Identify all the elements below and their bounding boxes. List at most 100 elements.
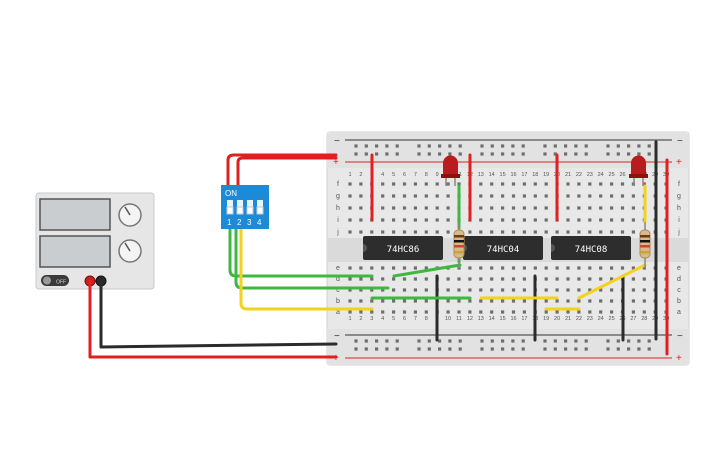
breadboard-hole[interactable] [544,182,548,186]
breadboard-hole[interactable] [599,288,603,292]
breadboard-hole[interactable] [577,182,581,186]
breadboard-hole[interactable] [577,194,581,198]
breadboard-hole[interactable] [553,152,557,156]
breadboard-hole[interactable] [533,182,537,186]
breadboard-hole[interactable] [413,288,417,292]
breadboard-hole[interactable] [584,347,588,351]
breadboard-hole[interactable] [479,206,483,210]
breadboard-hole[interactable] [555,299,559,303]
breadboard-hole[interactable] [577,299,581,303]
breadboard-hole[interactable] [424,266,428,270]
breadboard-hole[interactable] [566,299,570,303]
breadboard-hole[interactable] [606,144,610,148]
breadboard-hole[interactable] [522,266,526,270]
breadboard-hole[interactable] [446,206,450,210]
breadboard-hole[interactable] [479,299,483,303]
breadboard-hole[interactable] [446,288,450,292]
breadboard-hole[interactable] [588,310,592,314]
breadboard-hole[interactable] [364,339,368,343]
breadboard-hole[interactable] [588,206,592,210]
breadboard-hole[interactable] [511,277,516,281]
breadboard-hole[interactable] [381,299,385,303]
breadboard-hole[interactable] [468,310,472,314]
breadboard-hole[interactable] [424,299,428,303]
breadboard-hole[interactable] [490,194,494,198]
breadboard-hole[interactable] [427,152,431,156]
breadboard-hole[interactable] [610,266,614,270]
breadboard-hole[interactable] [479,218,483,222]
breadboard-hole[interactable] [501,152,505,156]
breadboard-hole[interactable] [446,194,450,198]
breadboard-hole[interactable] [501,339,505,343]
breadboard-hole[interactable] [424,288,428,292]
breadboard-hole[interactable] [555,277,559,281]
breadboard-hole[interactable] [522,182,526,186]
dip-switch[interactable]: ON 1 2 3 4 [221,185,269,229]
breadboard-hole[interactable] [501,299,505,303]
breadboard-hole[interactable] [348,230,352,234]
breadboard-hole[interactable] [392,266,396,270]
breadboard-hole[interactable] [588,194,592,198]
breadboard-hole[interactable] [490,266,494,270]
breadboard-hole[interactable] [631,206,635,210]
breadboard-hole[interactable] [647,339,651,343]
breadboard-hole[interactable] [446,182,450,186]
breadboard-hole[interactable] [392,194,396,198]
breadboard-hole[interactable] [610,206,614,210]
breadboard-hole[interactable] [458,144,462,148]
breadboard-hole[interactable] [511,194,516,198]
chip-not[interactable]: 74HC04 [463,236,543,260]
breadboard-hole[interactable] [606,152,610,156]
breadboard-hole[interactable] [599,182,603,186]
breadboard-hole[interactable] [577,230,581,234]
breadboard-hole[interactable] [424,230,428,234]
breadboard-hole[interactable] [490,277,494,281]
power-supply[interactable]: OFF [35,192,155,290]
breadboard-hole[interactable] [501,266,505,270]
breadboard-hole[interactable] [522,288,526,292]
breadboard-hole[interactable] [544,277,548,281]
breadboard-hole[interactable] [427,347,431,351]
breadboard-hole[interactable] [359,299,363,303]
breadboard-hole[interactable] [435,182,439,186]
breadboard-hole[interactable] [620,266,625,270]
breadboard-hole[interactable] [490,288,494,292]
wire-supply-negative[interactable] [99,279,338,349]
breadboard-hole[interactable] [577,277,581,281]
breadboard-hole[interactable] [544,206,548,210]
breadboard-hole[interactable] [424,310,428,314]
breadboard-hole[interactable] [511,144,515,148]
breadboard-hole[interactable] [385,144,389,148]
breadboard-hole[interactable] [402,310,407,314]
chip-and[interactable]: 74HC08 [551,236,631,260]
breadboard-hole[interactable] [620,182,625,186]
breadboard-hole[interactable] [620,194,625,198]
breadboard-hole[interactable] [490,347,494,351]
breadboard-hole[interactable] [566,218,570,222]
breadboard-hole[interactable] [610,230,614,234]
breadboard-hole[interactable] [402,218,407,222]
breadboard-hole[interactable] [511,347,515,351]
breadboard-hole[interactable] [588,288,592,292]
breadboard-hole[interactable] [642,182,646,186]
breadboard-hole[interactable] [522,310,526,314]
breadboard-hole[interactable] [359,277,363,281]
breadboard-hole[interactable] [642,288,646,292]
breadboard-hole[interactable] [457,299,461,303]
breadboard-hole[interactable] [564,339,568,343]
breadboard-hole[interactable] [354,152,358,156]
breadboard-hole[interactable] [533,230,537,234]
wire-supply-positive[interactable] [88,279,338,359]
breadboard-hole[interactable] [413,266,417,270]
breadboard-hole[interactable] [448,339,452,343]
breadboard-hole[interactable] [413,230,417,234]
breadboard-hole[interactable] [599,299,603,303]
breadboard-hole[interactable] [599,266,603,270]
breadboard-hole[interactable] [438,347,442,351]
breadboard-hole[interactable] [610,182,614,186]
breadboard-hole[interactable] [413,182,417,186]
breadboard-hole[interactable] [417,347,421,351]
breadboard-hole[interactable] [468,277,472,281]
breadboard-hole[interactable] [610,218,614,222]
breadboard-hole[interactable] [435,206,439,210]
